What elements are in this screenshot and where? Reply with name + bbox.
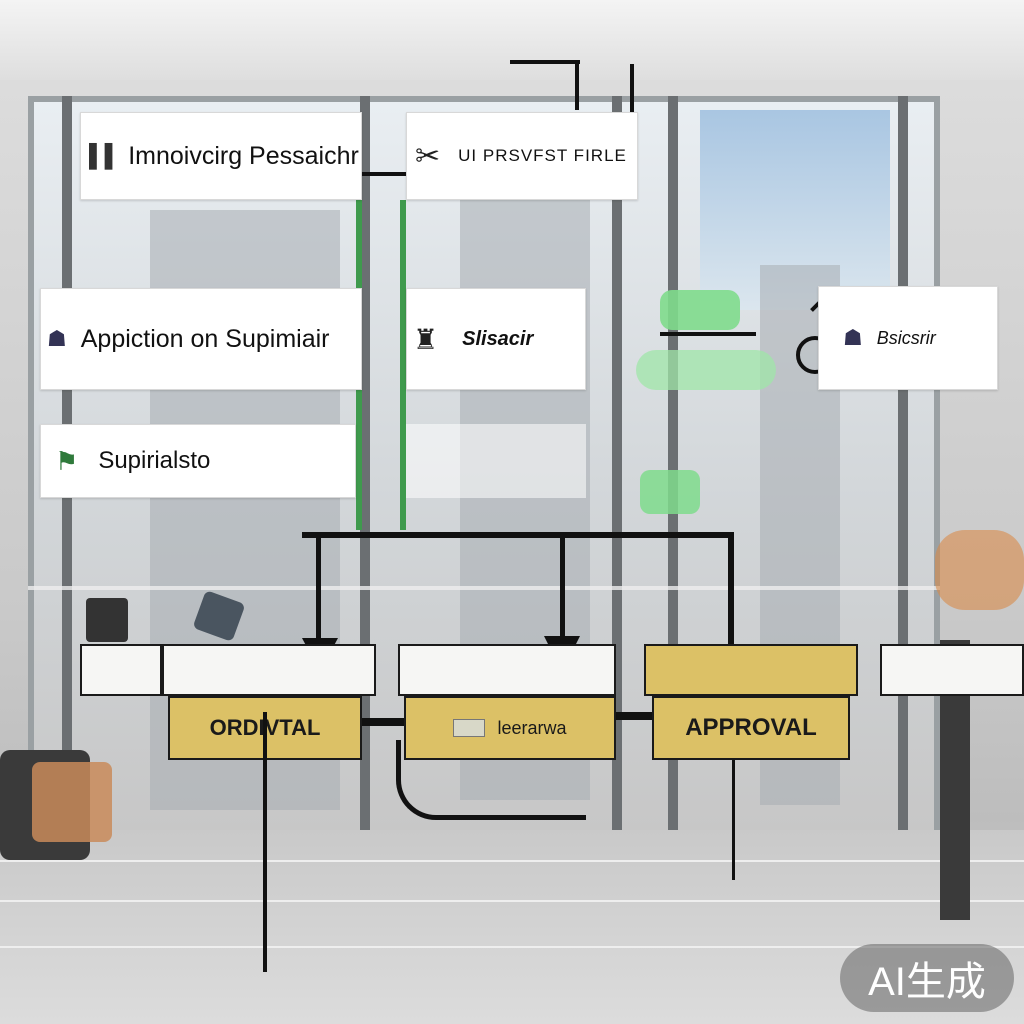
process-box-label: Slisacir xyxy=(462,327,534,350)
connector-line xyxy=(302,532,732,538)
green-arrow-icon xyxy=(660,290,740,330)
connector-line xyxy=(510,60,580,64)
process-box-label: Appiction on Supimiair xyxy=(80,324,330,353)
people-icon: ☗ xyxy=(843,325,863,350)
empty-box xyxy=(406,424,586,498)
window-transom xyxy=(28,586,940,590)
process-box-label: Imnoivcirg Pessaichr xyxy=(128,141,359,170)
floor-line xyxy=(0,946,1024,948)
connector-line xyxy=(362,718,406,726)
process-box-lower-left: ⚑ Supirialsto xyxy=(40,424,356,498)
stage-header-bar xyxy=(162,644,376,696)
process-box-mid-middle: ♜ Slisacir xyxy=(406,288,586,390)
connector-line xyxy=(263,712,267,972)
connector-line xyxy=(560,536,565,646)
process-box-label: UI PRSVFST FIRLE xyxy=(458,146,627,165)
connector-line xyxy=(728,532,734,644)
flag-icon: ⚑ xyxy=(55,445,79,476)
chair-cushion xyxy=(32,762,112,842)
floor-line xyxy=(0,900,1024,902)
people-icon: ▌▌ xyxy=(89,143,121,168)
process-box-top-left: ▌▌ Imnoivcirg Pessaichr xyxy=(80,112,362,200)
person-icon: ♜ xyxy=(413,323,439,355)
scissors-icon: ✂ xyxy=(415,139,441,173)
process-box-mid-left: ☗ Appiction on Supimiair xyxy=(40,288,362,390)
process-box-label: Supirialsto xyxy=(98,447,211,474)
plant xyxy=(935,530,1024,610)
process-box-mid-right: ☗ Bsicsrir xyxy=(818,286,998,390)
connector-line xyxy=(732,760,735,880)
connector-line xyxy=(575,60,579,110)
process-box-top-middle: ✂ UI PRSVFST FIRLE xyxy=(406,112,638,200)
stage-label: leerarwa xyxy=(497,717,567,738)
green-guide-line xyxy=(400,200,406,530)
window-mullion xyxy=(612,96,622,836)
connector-curve xyxy=(396,740,586,820)
badge-label: AI生成 xyxy=(868,960,986,1004)
window-mullion xyxy=(898,96,908,836)
people-icon: ☗ xyxy=(47,326,67,351)
green-arrow-icon xyxy=(636,350,776,390)
connector-line xyxy=(362,172,408,176)
process-box-label: Bsicsrir xyxy=(876,327,936,348)
green-arrow-icon xyxy=(640,470,700,514)
connector-line xyxy=(616,712,654,720)
floor-line xyxy=(0,860,1024,862)
connector-line xyxy=(316,536,321,646)
stage-box-third: APPROVAL xyxy=(652,696,850,760)
window-mullion xyxy=(360,96,370,836)
ceiling xyxy=(0,0,1024,80)
connector-line xyxy=(630,64,634,114)
stage-header-bar xyxy=(644,644,858,696)
ai-generated-badge: AI生成 xyxy=(840,944,1014,1012)
stage-header-bar xyxy=(80,644,162,696)
window-mullion xyxy=(668,96,678,836)
stage-header-bar xyxy=(398,644,616,696)
device-icon xyxy=(86,598,128,642)
connector-line xyxy=(660,332,756,336)
card-icon xyxy=(453,719,486,737)
stage-header-bar xyxy=(880,644,1024,696)
stage-label: APPROVAL xyxy=(685,714,817,741)
